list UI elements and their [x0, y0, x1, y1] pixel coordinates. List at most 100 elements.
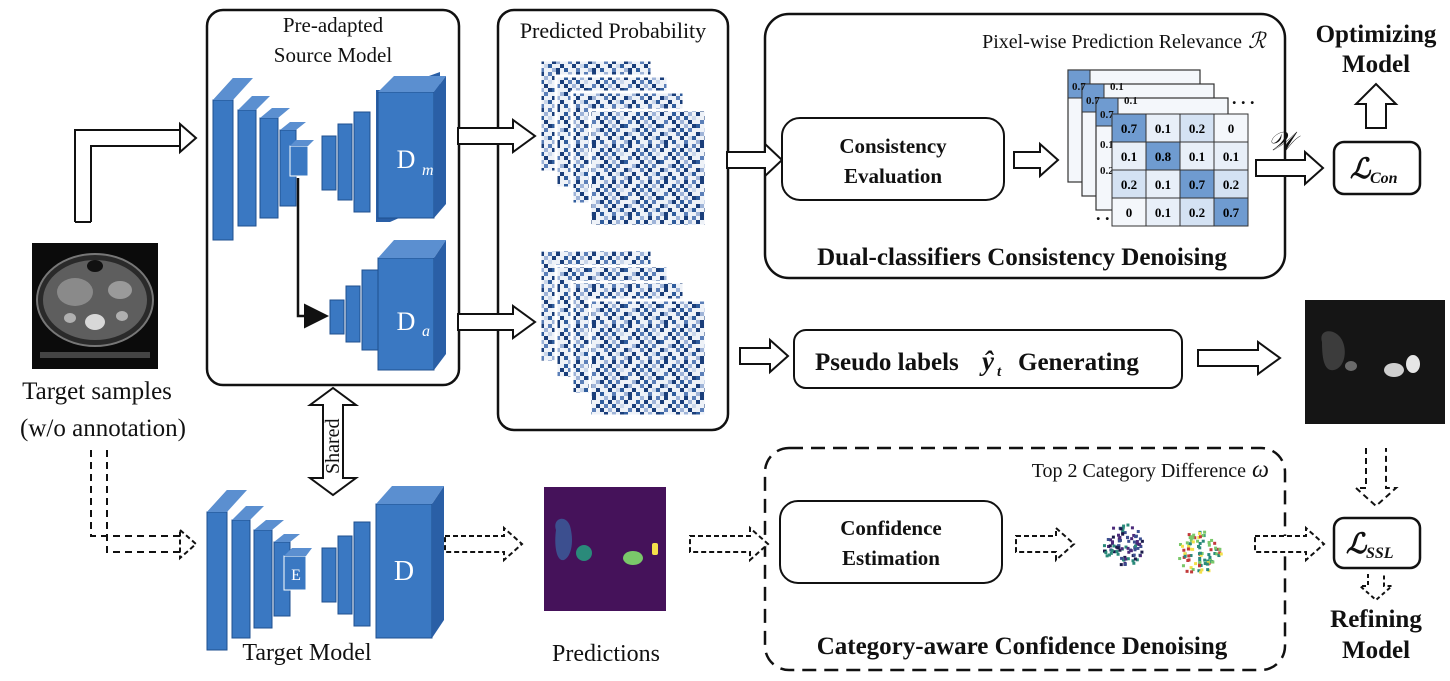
- scatter-point: [1206, 568, 1210, 572]
- scatter-point: [1131, 559, 1135, 563]
- predictions-to-confidence-arrow: [689, 525, 770, 563]
- pseudo-label-sub: t: [997, 364, 1002, 380]
- probability-maps-aux: [538, 248, 708, 418]
- matrix-cell: [1213, 197, 1249, 227]
- ssl-loss-box[interactable]: [1332, 516, 1422, 570]
- scatter-point: [1121, 529, 1125, 533]
- matrix-cell-value: 0.2: [1223, 177, 1239, 192]
- consistency-loss-box[interactable]: [1332, 140, 1422, 196]
- pseudo-label-box[interactable]: [793, 329, 1183, 389]
- scatter-point: [1140, 539, 1144, 543]
- scatter-point: [1130, 537, 1134, 541]
- matrix-cell: [1111, 113, 1147, 143]
- scatter-point: [1134, 534, 1138, 538]
- scatter-point: [1215, 552, 1219, 556]
- predictions-label: Predictions: [552, 641, 660, 667]
- pseudo-to-mask-arrow: [1197, 340, 1282, 376]
- scatter-point: [1133, 557, 1137, 561]
- scatter-point: [1120, 547, 1124, 551]
- scatter-point: [1189, 538, 1193, 542]
- scatter-point: [1120, 556, 1124, 560]
- scatter-point: [1198, 564, 1202, 568]
- scatter-point: [1198, 531, 1202, 535]
- scatter-point: [1201, 534, 1205, 538]
- scatter-point: [1126, 546, 1130, 550]
- scatter-point: [1122, 524, 1126, 528]
- scatter-point: [1102, 544, 1106, 548]
- scatter-point: [1126, 535, 1130, 539]
- matrix-cell: [1111, 197, 1147, 227]
- scatter-point: [1132, 540, 1136, 544]
- shared-arrow: [306, 386, 360, 497]
- scatter-point: [1181, 564, 1185, 568]
- scatter-to-ssl-arrow: [1254, 525, 1326, 563]
- input-connector-lower-inner: [106, 450, 182, 553]
- scatter-point: [1178, 557, 1182, 561]
- scatter-point: [1188, 547, 1192, 551]
- difference-title: Top 2 Category Difference: [1032, 460, 1246, 482]
- confidence-estimation-box[interactable]: [779, 500, 1003, 584]
- scatter-point: [1203, 562, 1207, 566]
- matrix-cell-value: 0.2: [1121, 177, 1137, 192]
- scatter-point: [1140, 550, 1144, 554]
- scatter-point: [1133, 544, 1137, 548]
- refining-line2: Model: [1342, 637, 1410, 664]
- shared-label: Shared: [322, 418, 344, 474]
- scatter-point: [1185, 569, 1189, 573]
- scatter-point: [1207, 543, 1211, 547]
- scatter-point: [1201, 539, 1205, 543]
- scatter-point: [1111, 540, 1115, 544]
- scatter-point: [1121, 526, 1125, 530]
- scatter-point: [1217, 554, 1221, 558]
- scatter-point: [1126, 523, 1130, 527]
- scatter-point: [1205, 562, 1209, 566]
- scatter-point: [1198, 551, 1202, 555]
- scatter-point: [1108, 544, 1112, 548]
- consistency-box-line2: Evaluation: [844, 164, 942, 188]
- matrix-ellipsis: . . .: [1232, 88, 1255, 108]
- matrix-cell: [1179, 113, 1215, 143]
- back-matrix-cell: 0.2: [1100, 165, 1114, 177]
- aux-decoder-arrow: [457, 304, 537, 340]
- back-matrix-cell: 0.1: [1110, 81, 1124, 93]
- matrix-cell-value: 0: [1228, 121, 1235, 136]
- main-decoder-arrow: [457, 118, 537, 154]
- source-encoder-block: [212, 78, 314, 241]
- matrix-to-loss-arrow: [1255, 149, 1325, 187]
- scatter-point: [1127, 550, 1131, 554]
- scatter-point: [1135, 540, 1139, 544]
- decoder-main-label: D: [397, 145, 416, 174]
- scatter-point: [1118, 548, 1122, 552]
- scatter-point: [1109, 538, 1113, 542]
- scatter-point: [1198, 535, 1202, 539]
- matrix-cell-value: 0: [1126, 205, 1133, 220]
- target-decoder-label: D: [394, 556, 414, 587]
- to-pseudo-arrow: [739, 337, 790, 375]
- scatter-point: [1185, 541, 1189, 545]
- scatter-point: [1115, 550, 1119, 554]
- pseudo-label-prefix: Pseudo labels: [815, 349, 959, 376]
- scatter-point: [1197, 569, 1201, 573]
- consistency-evaluation-box[interactable]: [781, 117, 1005, 201]
- scatter-point: [1218, 547, 1222, 551]
- scatter-point: [1198, 556, 1202, 560]
- matrix-cell-value: 0.1: [1223, 149, 1239, 164]
- scatter-point: [1127, 539, 1131, 543]
- matrix-cell-value: 0.2: [1189, 205, 1205, 220]
- source-decoder-main: [321, 72, 446, 222]
- scatter-point: [1189, 554, 1193, 558]
- scatter-point: [1139, 545, 1143, 549]
- ssl-loss-sub: SSL: [1366, 545, 1394, 562]
- scatter-point: [1196, 539, 1200, 543]
- prediction-mask: [544, 487, 666, 611]
- scatter-point: [1136, 530, 1140, 534]
- scatter-point: [1193, 536, 1197, 540]
- scatter-point: [1118, 535, 1122, 539]
- input-connector-upper-inner: [90, 145, 182, 222]
- scatter-point: [1191, 536, 1195, 540]
- difference-symbol: ω: [1252, 457, 1269, 483]
- scatter-point: [1123, 531, 1127, 535]
- input-connector-upper: [74, 129, 182, 222]
- decoder-main-sub: m: [422, 162, 434, 179]
- scatter-point: [1136, 546, 1140, 550]
